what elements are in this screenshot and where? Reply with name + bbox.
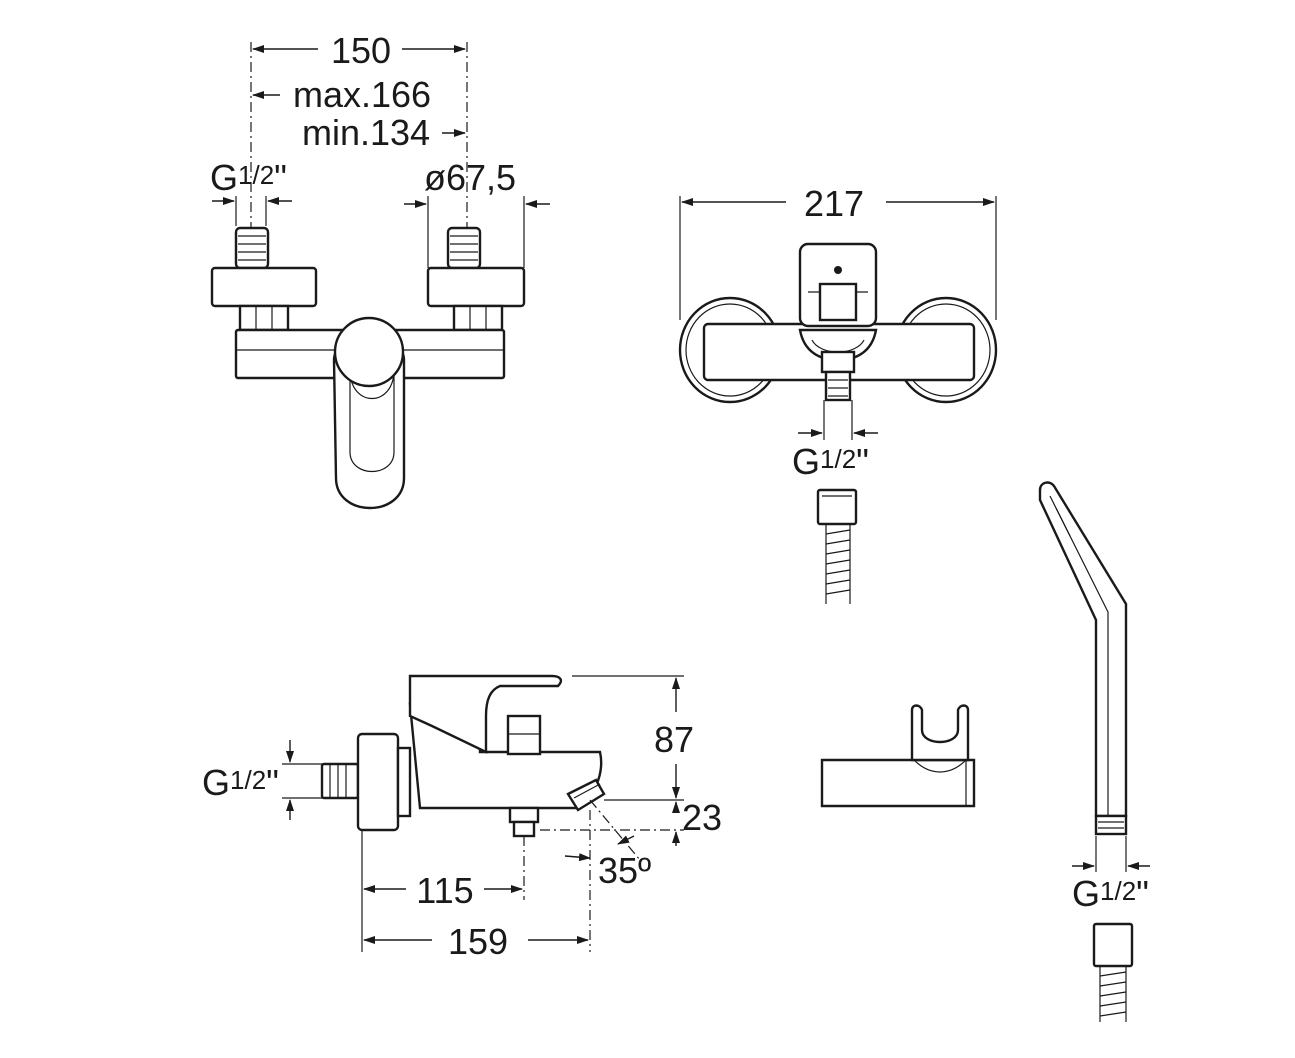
dimension-height-87: 87 — [572, 675, 694, 801]
dim-min-label: min.134 — [302, 112, 430, 153]
dimension-depth-159: 159 — [363, 921, 589, 962]
inlet-connector-side — [320, 732, 412, 832]
dim-150-label: 150 — [331, 30, 391, 71]
side-view: G1/2" 87 — [202, 674, 722, 962]
right-connector — [426, 226, 526, 332]
thread-label-front: G1/2" — [210, 157, 287, 198]
dimension-inlet-thread: G1/2" — [210, 157, 292, 205]
dim-217-label: 217 — [804, 183, 864, 224]
dimension-flange-diameter: ø67,5 — [404, 157, 550, 208]
dim-87-label: 87 — [654, 719, 694, 760]
dimension-depth-115: 115 — [361, 810, 591, 952]
dim-159-label: 159 — [448, 921, 508, 962]
left-connector — [210, 226, 318, 332]
mixer-body-top — [702, 242, 976, 402]
dimension-outlet-thread: G1/2" — [792, 400, 878, 482]
shower-wall-bracket — [820, 704, 976, 808]
dimension-width-150: 150 — [252, 30, 466, 71]
dimension-drop-23: 23 — [540, 797, 722, 846]
dimension-width-217: 217 — [681, 183, 995, 224]
top-view: 217 G1/2" — [678, 183, 998, 604]
hose-shower-end — [1092, 922, 1134, 1022]
dimension-max-166: max.166 — [252, 74, 431, 115]
dimension-min-134: min.134 — [302, 112, 466, 153]
hose-top-end — [816, 488, 858, 604]
thread-label-side: G1/2" — [202, 762, 279, 803]
dim-23-label: 23 — [682, 797, 722, 838]
dim-max-label: max.166 — [293, 74, 431, 115]
dim-115-label: 115 — [416, 870, 473, 911]
thread-label-shower: G1/2" — [1072, 873, 1149, 914]
front-view: 150 max.166 min.134 G1/2" ø67,5 — [210, 30, 550, 510]
dimension-angle-35: 35º — [564, 799, 651, 891]
mixer-body-front — [234, 316, 506, 510]
hand-shower — [1038, 481, 1128, 836]
thread-label-top: G1/2" — [792, 441, 869, 482]
mixer-body-side — [408, 674, 606, 838]
dimension-shower-thread: G1/2" — [1072, 836, 1150, 914]
diameter-label: ø67,5 — [424, 157, 516, 198]
dim-35-label: 35º — [598, 850, 651, 891]
dimension-side-thread: G1/2" — [202, 740, 326, 820]
